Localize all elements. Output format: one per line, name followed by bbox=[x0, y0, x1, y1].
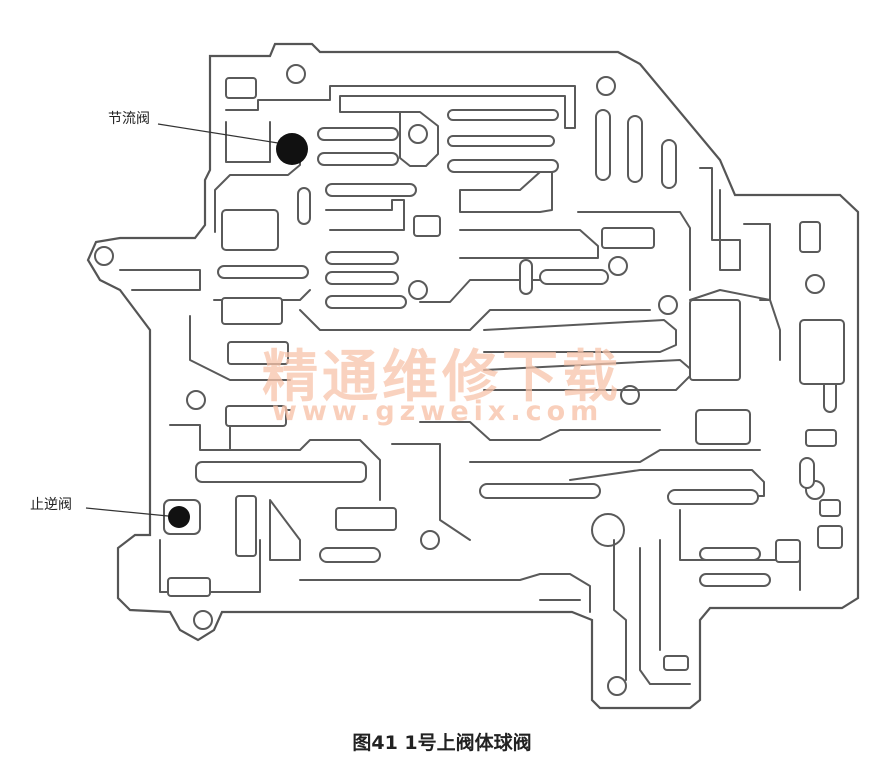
throttle-leader-line bbox=[157, 123, 279, 144]
throttle-valve-label: 节流阀 bbox=[108, 111, 150, 127]
throttle-valve-ball bbox=[276, 133, 308, 165]
valve-body-outline bbox=[86, 42, 860, 710]
bolt-hole bbox=[591, 513, 625, 547]
bolt-hole bbox=[408, 124, 428, 144]
bolt-hole bbox=[94, 246, 114, 266]
bolt-hole bbox=[608, 256, 628, 276]
figure-caption: 图41 1号上阀体球阀 bbox=[352, 732, 532, 754]
watermark-url: www.gzweix.com bbox=[272, 396, 604, 427]
fluid-channels bbox=[119, 77, 845, 685]
bolt-hole bbox=[805, 274, 825, 294]
check-leader-line bbox=[85, 507, 169, 517]
check-valve-ball bbox=[168, 506, 190, 528]
bolt-hole bbox=[420, 530, 440, 550]
bolt-hole bbox=[408, 280, 428, 300]
check-valve-label: 止逆阀 bbox=[30, 497, 72, 513]
bolt-hole bbox=[596, 76, 616, 96]
bolt-hole bbox=[607, 676, 627, 696]
bolt-hole bbox=[193, 610, 213, 630]
bolt-hole bbox=[186, 390, 206, 410]
bolt-hole bbox=[658, 295, 678, 315]
bolt-hole bbox=[286, 64, 306, 84]
watermark-text: 精通维修下载 bbox=[262, 344, 622, 410]
bolt-hole bbox=[620, 385, 640, 405]
